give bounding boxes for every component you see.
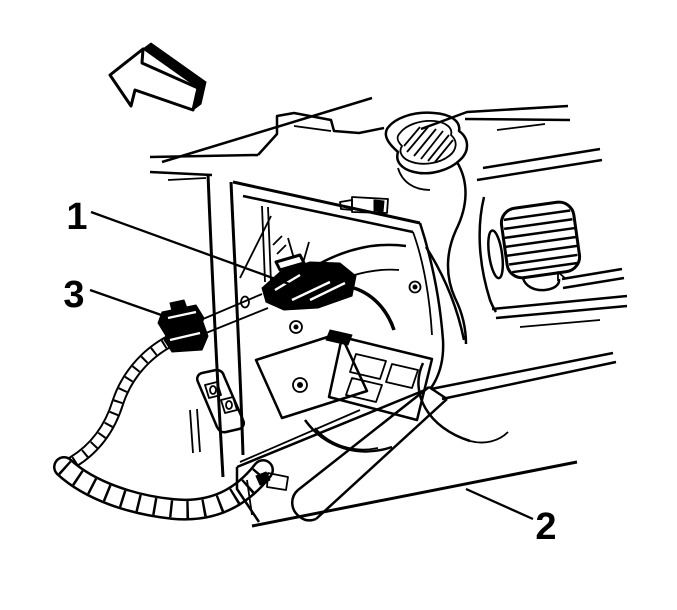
opening-right-edge [418,222,445,389]
connector-1 [261,253,396,331]
connector-3 [157,293,269,353]
harness-conduit-outline [66,331,183,469]
defroster-seam-upper [482,147,601,170]
callout-1: 1 [66,196,293,287]
connector-1-body [261,261,357,311]
defroster-vent-outer [384,111,469,175]
cowl-line-3 [167,177,207,181]
wiring-harness [53,331,274,521]
defroster-vent [384,111,469,191]
screw-2 [289,320,303,334]
ip-lower-edge [251,460,578,528]
callout-3: 3 [63,274,168,319]
connector-1-pigtail [353,286,396,331]
windshield-line [161,96,373,164]
direction-arrow-face [108,47,200,112]
cowl-line-2 [149,170,213,177]
dash-top-profile [257,111,385,156]
module-plate [254,331,369,420]
callout-1-leader [90,210,293,287]
connector-3-wire-1 [202,293,263,320]
side-air-vent-louvers [503,209,578,274]
hvac-module [254,329,434,453]
connector-3-wire-2 [205,307,269,334]
defroster-vent-grille [403,126,454,163]
harness-band-ribs [58,460,270,519]
screw-1 [408,280,422,294]
side-air-vent [487,200,582,280]
callout-2-label: 2 [535,506,556,548]
blower-housing [303,419,393,453]
glovebox-door-top-edge [430,351,614,391]
callout-2-leader [465,487,534,521]
callout-2: 2 [465,487,557,548]
defroster-vent-inner [396,120,457,165]
instrument-panel-top [149,96,603,182]
vent-tab [521,277,561,292]
callout-3-label: 3 [63,274,84,316]
callout-3-leader [89,288,168,319]
console-round-panel [417,362,471,443]
dash-face-lines [430,267,628,401]
console-side-panel [291,385,448,522]
callout-1-label: 1 [66,196,87,238]
vent-barrel-side [487,229,505,280]
mounting-bracket [189,368,246,454]
opening-bottom-edge [236,388,426,469]
opening-top-edge [232,180,421,225]
a-pillar-edge [206,173,225,478]
side-air-vent-bezel [499,200,582,280]
defroster-seam-lower [476,158,603,182]
push-clip [255,471,289,491]
latch-striker [339,196,389,214]
center-stack [417,161,509,444]
harness-conduit-ribs [70,333,178,466]
direction-arrow-icon [108,42,207,112]
cowl-line-1 [149,153,259,159]
module-relay-block [327,335,434,422]
